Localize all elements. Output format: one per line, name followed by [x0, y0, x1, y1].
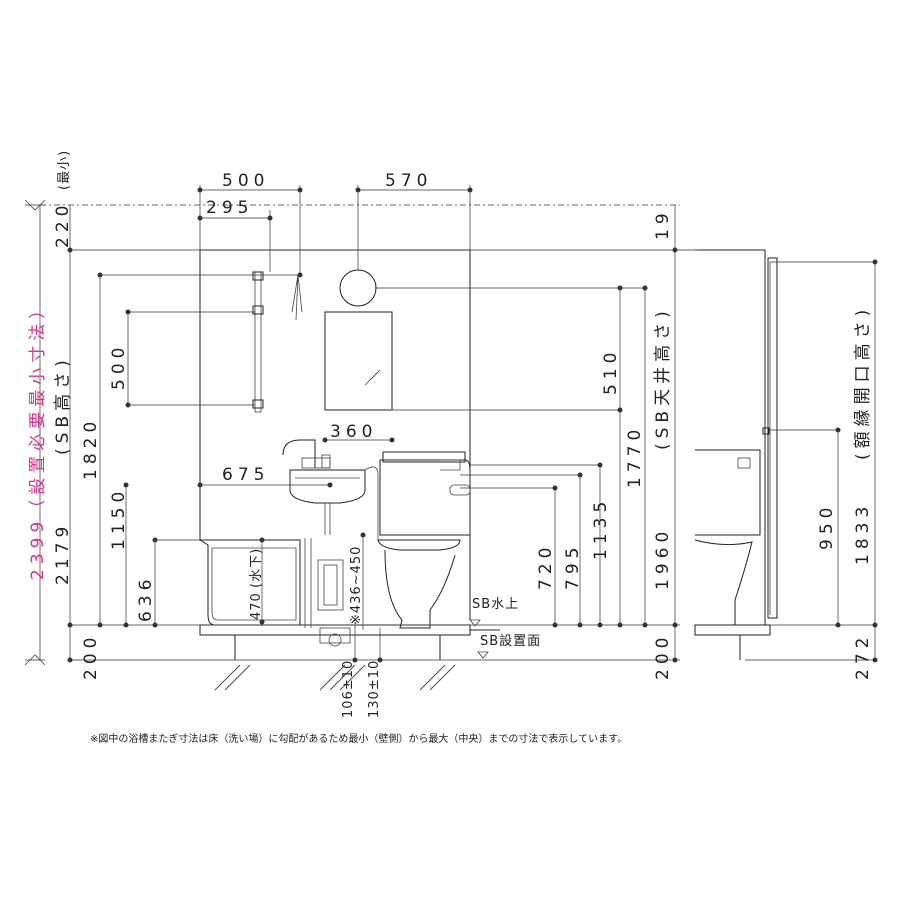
- dim-950: 950: [817, 503, 837, 550]
- dim-mirror-360: 360: [330, 422, 377, 442]
- dim-mirror-500: 500: [109, 343, 129, 390]
- label-saishou: (最小): [57, 150, 72, 190]
- label-water-below: (水下): [249, 548, 264, 588]
- label-sb-ceiling: (SB天井高さ): [653, 306, 673, 450]
- dim-220: 220: [53, 201, 73, 248]
- label-sb-water-top: SB水上: [472, 597, 519, 612]
- mirror: [252, 269, 393, 413]
- footnote: ※図中の浴槽またぎ寸法は床（洗い場）に勾配があるため最小（壁側）から最大（中央）…: [90, 732, 627, 745]
- bathtub: [198, 538, 351, 647]
- dim-1833: 1833: [853, 502, 873, 565]
- dim-top-295: 295: [206, 198, 253, 218]
- dim-1135: 1135: [591, 497, 611, 560]
- label-sb-height: (SB高さ): [53, 355, 73, 455]
- dim-106: 106±10: [341, 660, 356, 718]
- dim-795: 795: [563, 543, 583, 590]
- dim-bottom-left-200: 200: [81, 633, 101, 680]
- dim-2179: 2179: [53, 522, 73, 585]
- dim-436-450: ※436~450: [349, 546, 364, 625]
- side-view: [694, 249, 778, 660]
- dim-bottom-right-200: 200: [653, 633, 673, 680]
- toilet: [377, 451, 471, 629]
- dim-510: 510: [601, 348, 621, 395]
- main-unit: [199, 249, 500, 691]
- sink: [282, 439, 379, 540]
- dim-1960: 1960: [653, 527, 673, 590]
- dim-470: 470: [249, 592, 264, 620]
- dim-1770: 1770: [625, 425, 645, 488]
- dim-1820: 1820: [81, 417, 101, 480]
- dim-636: 636: [136, 575, 156, 622]
- dim-19: 19: [653, 208, 673, 240]
- dim-1150: 1150: [109, 487, 129, 550]
- dimension-lines: [24, 185, 878, 666]
- dim-130: 130±10: [367, 660, 382, 718]
- dim-sink-675: 675: [222, 465, 269, 485]
- dim-272: 272: [853, 633, 873, 680]
- ceiling-light-icon: [339, 269, 377, 307]
- dim-top-500: 500: [222, 171, 269, 191]
- label-min-install: 2399（設置必要最小寸法）: [28, 297, 48, 580]
- label-sb-install-face: SB設置面: [480, 633, 541, 649]
- label-frame-opening: (額縁開口高さ): [853, 305, 873, 460]
- dim-720: 720: [536, 543, 556, 590]
- dim-top-570: 570: [385, 171, 432, 191]
